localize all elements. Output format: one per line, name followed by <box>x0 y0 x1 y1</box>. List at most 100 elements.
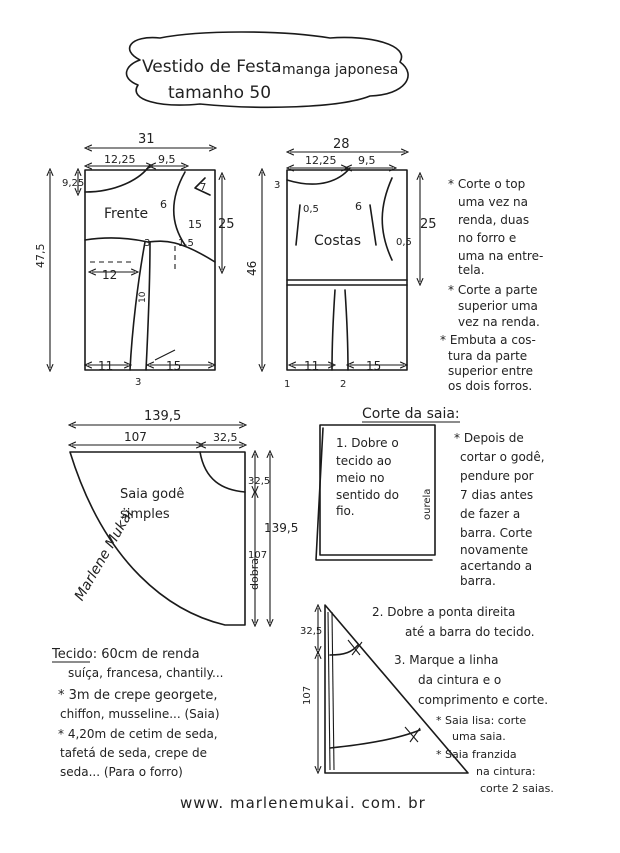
cut-note-line: 7 dias antes <box>460 488 533 502</box>
fold-triangle <box>324 604 469 774</box>
top-note-line: uma vez na <box>458 195 528 209</box>
tri-h107: 107 <box>302 686 313 705</box>
front-d15: 15 <box>188 218 202 231</box>
signature: Marlene Mukai <box>72 507 137 604</box>
front-w-shoulder: 9,5 <box>158 153 176 166</box>
back-d0-5a: 0,5 <box>303 204 319 215</box>
skirt-label1: Saia godê <box>120 487 184 502</box>
top-note-line: superior entre <box>448 364 533 378</box>
skirt-w-total: 139,5 <box>144 409 181 424</box>
back-w-shoulder: 9,5 <box>358 154 376 167</box>
step3-line: 3. Marque a linha <box>394 653 499 667</box>
variant-line: uma saia. <box>452 730 506 743</box>
top-note-line: * Corte a parte <box>448 283 538 297</box>
step2-line: até a barra do tecido. <box>405 625 535 639</box>
fabric-line: seda... (Para o forro) <box>60 765 183 779</box>
front-d3: 3 <box>144 238 150 249</box>
front-d1-5: 1,5 <box>178 238 194 249</box>
skirt-w-325: 32,5 <box>213 431 238 444</box>
top-note-line: tela. <box>458 263 485 277</box>
front-b3: 3 <box>135 377 141 388</box>
front-d7: 7 <box>200 182 206 193</box>
cut-note-line: acertando a <box>460 559 532 573</box>
skirt-h-1395: 139,5 <box>264 521 298 535</box>
skirt-h-107: 107 <box>248 550 267 561</box>
title-line2: tamanho 50 <box>168 83 271 103</box>
top-note-line: renda, duas <box>458 213 529 227</box>
top-note-line: tura da parte <box>448 349 527 363</box>
front-d6: 6 <box>160 198 167 211</box>
front-w-top: 12,25 <box>104 153 136 166</box>
title-cloud <box>125 31 409 109</box>
top-notes: * Corte o top uma vez na renda, duas no … <box>440 177 543 393</box>
variant-line: na cintura: <box>476 765 536 778</box>
top-note-line: vez na renda. <box>458 315 540 329</box>
cut-note-line: * Depois de <box>454 431 524 445</box>
front-b15: 15 <box>166 359 181 373</box>
back-w-top: 12,25 <box>305 154 337 167</box>
skirt-h-325: 32,5 <box>248 476 270 487</box>
back-b11: 11 <box>304 359 319 373</box>
cut-note-line: de fazer a <box>460 507 520 521</box>
back-h25: 25 <box>420 217 437 232</box>
website: www. marlenemukai. com. br <box>180 794 426 812</box>
back-b15: 15 <box>366 359 381 373</box>
selvage-label: ourela <box>422 489 433 520</box>
fabric-line: chiffon, musseline... (Saia) <box>60 707 220 721</box>
step3-line: da cintura e o <box>418 673 501 687</box>
top-note-line: superior uma <box>458 299 538 313</box>
skirt-label2: simples <box>120 507 170 522</box>
top-note-line: * Embuta a cos- <box>440 333 536 347</box>
top-note-line: uma na entre- <box>458 249 543 263</box>
step2-line: 2. Dobre a ponta direita <box>372 605 515 619</box>
variant-line: * Saia lisa: corte <box>436 714 526 727</box>
back-piece <box>286 167 408 371</box>
skirt-w-107: 107 <box>124 430 147 444</box>
step3-line: comprimento e corte. <box>418 693 548 707</box>
skirt-fold-label: dobra <box>248 558 261 590</box>
cut-note-line: novamente <box>460 543 528 557</box>
back-w-total: 28 <box>333 137 350 152</box>
back-d0-5b: 0,5 <box>396 237 412 248</box>
step1-line: sentido do <box>336 488 399 502</box>
step1-line: meio no <box>336 471 385 485</box>
folded-fabric <box>315 424 436 561</box>
title-line1b: manga japonesa <box>282 62 398 78</box>
fabric-line: * 3m de crepe georgete, <box>58 688 217 703</box>
top-note-line: * Corte o top <box>448 177 525 191</box>
fabric-line: tafetá de seda, crepe de <box>60 746 207 760</box>
step1-line: 1. Dobre o <box>336 436 399 450</box>
front-side-upper: 25 <box>218 217 235 232</box>
front-b11: 11 <box>98 359 113 373</box>
front-b10: 10 <box>138 291 148 303</box>
front-w-total: 31 <box>138 132 155 147</box>
variant-line: * Saia franzida <box>436 748 517 761</box>
back-h3: 3 <box>274 180 280 191</box>
back-label: Costas <box>314 233 361 249</box>
back-b2: 2 <box>340 379 346 390</box>
cut-title: Corte da saia: <box>362 406 460 422</box>
cut-note-line: barra. Corte <box>460 526 532 540</box>
top-note-line: os dois forros. <box>448 379 532 393</box>
fabric-line: suíça, francesa, chantily... <box>68 666 223 680</box>
back-h46: 46 <box>245 261 259 276</box>
front-label: Frente <box>104 206 148 222</box>
fabric-line: * 4,20m de cetim de seda, <box>58 727 218 741</box>
fabric-list: Tecido: 60cm de renda suíça, francesa, c… <box>51 647 223 779</box>
fabric-line: Tecido: 60cm de renda <box>51 647 200 662</box>
cut-notes: * Depois de cortar o godê, pendure por 7… <box>454 431 545 588</box>
step1-line: fio. <box>336 504 355 518</box>
cut-note-line: pendure por <box>460 469 534 483</box>
front-h-total: 47,5 <box>34 244 47 269</box>
cut-note-line: barra. <box>460 574 496 588</box>
top-note-line: no forro e <box>458 231 516 245</box>
skirt-piece <box>69 451 246 626</box>
tri-h325: 32,5 <box>300 626 322 637</box>
front-d12: 12 <box>102 268 117 282</box>
cut-note-line: cortar o godê, <box>460 450 545 464</box>
variant-line: corte 2 saias. <box>480 782 554 795</box>
step1-line: tecido ao <box>336 454 392 468</box>
back-b1: 1 <box>284 379 290 390</box>
